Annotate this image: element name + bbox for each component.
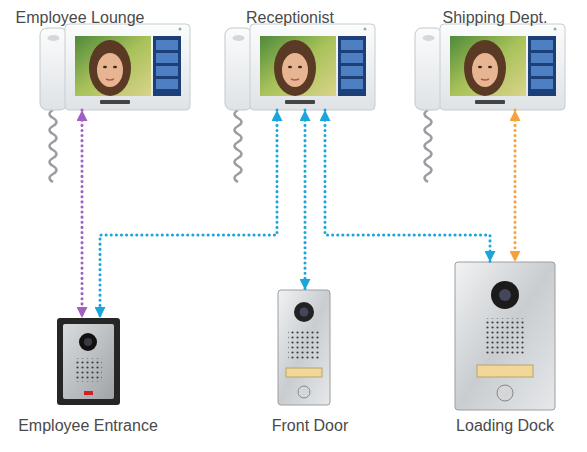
door-station: Loading Dock [435,262,575,436]
station-label: Loading Dock [425,416,585,436]
signal-connector [100,110,277,318]
monitor-station: Receptionist [220,6,375,110]
signal-connector [514,110,517,262]
station-label: Shipping Dept. [415,8,575,28]
station-label: Employee Lounge [0,8,160,28]
door-station: Employee Entrance [18,318,158,436]
station-label: Employee Entrance [8,416,168,436]
monitor-station: Shipping Dept. [410,6,565,110]
station-label: Front Door [230,416,390,436]
monitor-station: Employee Lounge [10,6,190,110]
signal-connector [81,110,84,318]
signal-connector [304,110,307,290]
signal-connector [325,110,490,262]
station-label: Receptionist [210,8,370,28]
door-station: Front Door [240,290,380,436]
